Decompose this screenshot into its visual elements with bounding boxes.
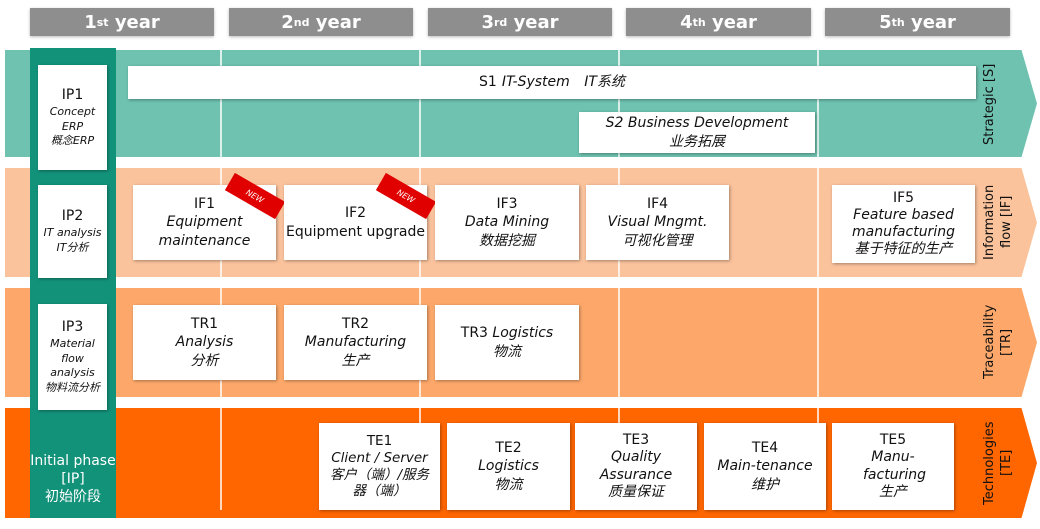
item-cn: 分析	[190, 352, 219, 369]
year-label: year	[910, 11, 956, 33]
initial-phase-label: Initial phase [IP]	[30, 453, 116, 488]
item-cn: 业务拓展	[669, 133, 725, 150]
year-label: year	[711, 11, 757, 33]
item-code: TE4	[751, 440, 779, 457]
item-code: TR2	[341, 316, 370, 333]
item-en: Equipment upgrade	[286, 223, 425, 240]
row-label-strategic: Strategic [S]	[982, 63, 997, 145]
item-code: S1	[479, 74, 497, 91]
item-code: IF1	[193, 196, 216, 213]
item-code: TE1	[366, 432, 393, 449]
ip-code: IP3	[61, 318, 84, 335]
item-cn: IT系统	[584, 74, 625, 91]
initial-phase-title: Initial phase [IP] 初始阶段	[30, 452, 116, 507]
item-cn: 客户（端）/服务器（端）	[329, 466, 430, 500]
ip-en: IT analysis	[43, 226, 102, 240]
year-num: 3	[481, 11, 494, 33]
ip1-box[interactable]: IP1 Concept ERP 概念ERP	[38, 65, 107, 170]
year-num: 1	[84, 11, 97, 33]
year-divider	[419, 50, 421, 510]
item-code: IF5	[892, 190, 915, 207]
year-divider	[817, 50, 819, 510]
year-num: 2	[281, 11, 294, 33]
item-cn: 数据挖掘	[479, 232, 535, 249]
item-en: Analysis	[175, 334, 234, 351]
item-code: TE5	[879, 431, 907, 448]
ip-cn: 概念ERP	[50, 134, 95, 148]
item-cn: 质量保证	[608, 484, 664, 500]
item-code: TR1	[190, 316, 219, 333]
year-divider	[220, 50, 222, 510]
row-label-traceability: Traceability [TR]	[982, 304, 1014, 380]
item-en: Logistics	[478, 458, 539, 475]
item-code: TE3	[622, 431, 650, 448]
item-en: Business Development	[627, 115, 789, 132]
ip3-box[interactable]: IP3 Material flow analysis 物料流分析	[38, 304, 107, 410]
item-code: S2	[605, 115, 624, 132]
year-num: 5	[879, 11, 892, 33]
ip-code: IP1	[61, 86, 84, 103]
item-en: Client / Server	[331, 449, 428, 466]
item-cn: 物流	[494, 476, 523, 493]
year-sup: nd	[293, 15, 310, 29]
year-divider	[618, 50, 620, 510]
year-label: year	[513, 11, 559, 33]
ip-cn: IT分析	[56, 240, 89, 254]
item-en: Visual Mngmt.	[607, 214, 708, 231]
item-en: Manu-facturing	[863, 449, 926, 483]
item-en: Main-tenance	[717, 458, 813, 475]
item-en: Manufacturing	[304, 334, 407, 351]
item-cn: 物流	[493, 343, 521, 360]
year-sup: st	[96, 15, 109, 29]
item-cn: 维护	[751, 476, 779, 493]
ip-en: Concept ERP	[49, 104, 96, 133]
row-label-information-flow: Information flow [IF]	[982, 184, 1014, 260]
item-code: TE2	[495, 440, 522, 457]
ip-code: IP2	[61, 208, 84, 225]
year-num: 4	[680, 11, 693, 33]
item-en: Feature based manufacturing	[852, 207, 955, 240]
item-code: IF3	[496, 196, 518, 213]
year-sup: th	[692, 15, 706, 29]
item-cn: 生产	[879, 484, 907, 500]
item-cn: 基于特征的生产	[854, 240, 953, 257]
item-cn: 可视化管理	[622, 232, 693, 249]
item-en: IT-System	[501, 74, 570, 91]
item-en: Logistics	[492, 325, 554, 342]
item-en: Data Mining	[464, 214, 550, 231]
row-label-technologies: Technologies [TE]	[982, 421, 1014, 505]
item-en: Quality Assurance	[599, 449, 673, 483]
item-code: IF2	[344, 205, 367, 222]
year-label: year	[315, 11, 361, 33]
item-code: TR3	[460, 325, 488, 342]
ip-en: Material flow analysis	[50, 336, 95, 380]
year-sup: th	[891, 15, 905, 29]
item-code: IF4	[646, 196, 669, 213]
year-label: year	[114, 11, 160, 33]
initial-phase-cn: 初始阶段	[45, 489, 101, 506]
ip2-box[interactable]: IP2 IT analysis IT分析	[38, 185, 107, 278]
item-en: Equipment maintenance	[158, 214, 251, 249]
year-sup: rd	[493, 15, 508, 29]
item-cn: 生产	[341, 352, 370, 369]
ip-cn: 物料流分析	[45, 381, 100, 395]
